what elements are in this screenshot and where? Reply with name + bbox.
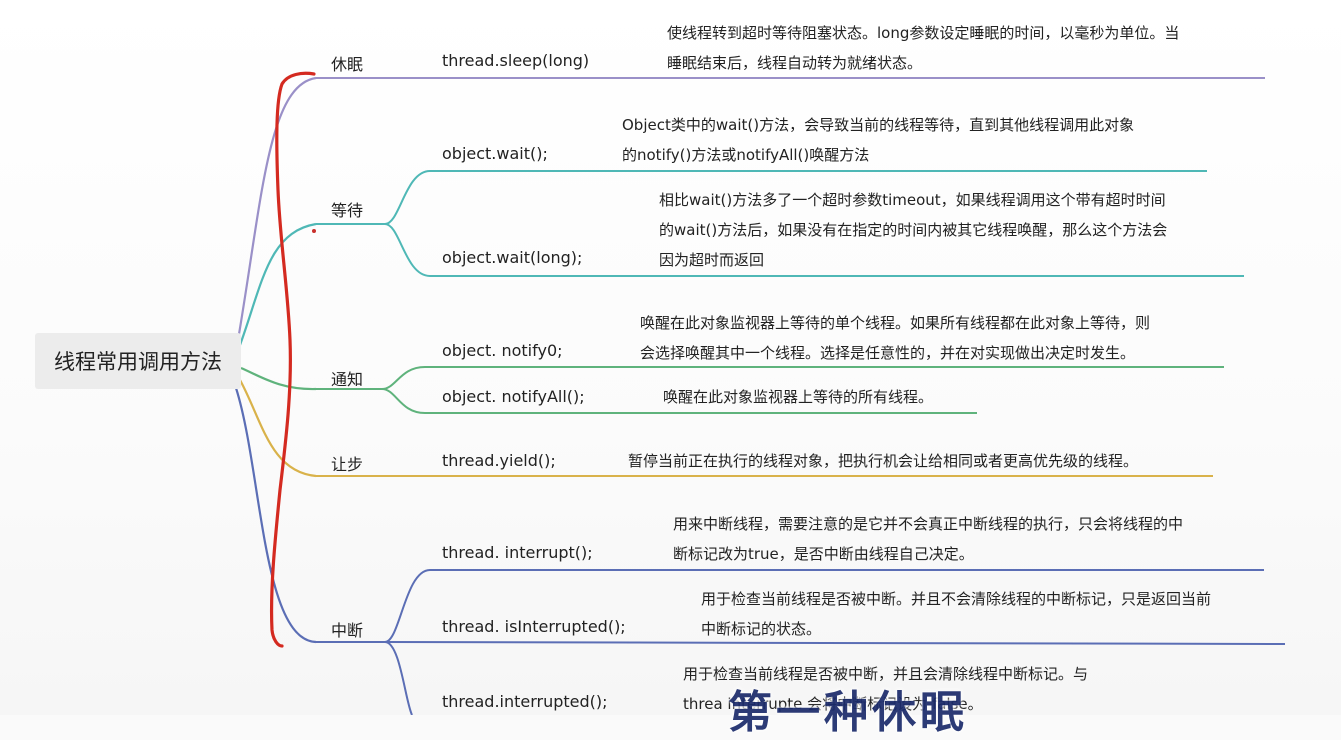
method-notify-all[interactable]: object. notifyAll(); (442, 387, 585, 406)
desc-wait: Object类中的wait()方法，会导致当前的线程等待，直到其他线程调用此对象… (622, 110, 1134, 170)
desc-interrupted: 用于检查当前线程是否被中断，并且会清除线程中断标记。与 threa interr… (683, 659, 1088, 719)
desc-wait-long: 相比wait()方法多了一个超时参数timeout，如果线程调用这个带有超时时间… (659, 185, 1167, 275)
desc-line: 唤醒在此对象监视器上等待的所有线程。 (663, 388, 934, 406)
desc-notify: 唤醒在此对象监视器上等待的单个线程。如果所有线程都在此对象上等待，则 会选择唤醒… (640, 308, 1150, 368)
desc-line: 相比wait()方法多了一个超时参数timeout，如果线程调用这个带有超时时间 (659, 191, 1166, 209)
method-wait-long[interactable]: object.wait(long); (442, 248, 583, 267)
line-wait-fork-2 (384, 223, 1244, 277)
desc-line: 用于检查当前线程是否被中断。并且不会清除线程的中断标记，只是返回当前 (701, 590, 1212, 608)
desc-notify-all: 唤醒在此对象监视器上等待的所有线程。 (663, 382, 933, 412)
red-dot-mark (312, 229, 316, 233)
desc-line: 中断标记的状态。 (701, 620, 822, 638)
branch-root-wait (238, 222, 317, 346)
category-interrupt[interactable]: 中断 (331, 621, 364, 640)
category-wait[interactable]: 等待 (331, 201, 364, 220)
desc-interrupt: 用来中断线程，需要注意的是它并不会真正中断线程的执行，只会将线程的中 断标记改为… (673, 509, 1183, 569)
category-notify[interactable]: 通知 (331, 370, 364, 389)
desc-sleep: 使线程转到超时等待阻塞状态。long参数设定睡眠的时间，以毫秒为单位。当 睡眠结… (667, 18, 1179, 78)
category-yield[interactable]: 让步 (331, 455, 364, 474)
desc-line: 睡眠结束后，线程自动转为就绪状态。 (667, 54, 923, 72)
line-wait-fork-1 (384, 170, 1207, 225)
desc-is-interrupted: 用于检查当前线程是否被中断。并且不会清除线程的中断标记，只是返回当前 中断标记的… (701, 584, 1211, 644)
desc-line: 会选择唤醒其中一个线程。选择是任意性的，并在对实现做出决定时发生。 (640, 344, 1136, 362)
desc-line: 用来中断线程，需要注意的是它并不会真正中断线程的执行，只会将线程的中 (673, 515, 1184, 533)
method-notify[interactable]: object. notify0; (442, 341, 563, 360)
desc-line: 使线程转到超时等待阻塞状态。long参数设定睡眠的时间，以毫秒为单位。当 (667, 24, 1180, 42)
method-wait[interactable]: object.wait(); (442, 144, 548, 163)
desc-line: 因为超时而返回 (659, 251, 765, 269)
branch-root-sleep (236, 76, 317, 341)
line-notify-fork-2 (381, 388, 977, 414)
red-bracket-annotation (269, 71, 316, 648)
line-interrupt-fork-3 (384, 641, 413, 715)
subtitle-overlay: 第一种休眠 (728, 687, 968, 738)
desc-yield: 暂停当前正在执行的线程对象，把执行机会让给相同或者更高优先级的线程。 (628, 446, 1138, 476)
method-is-interrupted[interactable]: thread. isInterrupted(); (442, 617, 626, 636)
desc-line: 唤醒在此对象监视器上等待的单个线程。如果所有线程都在此对象上等待，则 (640, 314, 1151, 332)
line-interrupt-fork-2 (384, 641, 1286, 645)
branch-root-yield (239, 379, 317, 478)
line-notify-fork-1 (381, 366, 1224, 390)
desc-line: 的notify()方法或notifyAll()唤醒方法 (622, 146, 870, 164)
category-sleep[interactable]: 休眠 (331, 55, 364, 74)
root-node[interactable]: 线程常用调用方法 (35, 333, 241, 389)
method-interrupted[interactable]: thread.interrupted(); (442, 692, 608, 711)
line-interrupt-fork-1 (384, 569, 1264, 643)
method-sleep[interactable]: thread.sleep(long) (442, 51, 590, 70)
desc-line: 断标记改为true，是否中断由线程自己决定。 (673, 545, 974, 563)
branch-root-interrupt (234, 387, 317, 644)
root-label: 线程常用调用方法 (54, 350, 222, 374)
desc-line: 的wait()方法后，如果没有在指定的时间内被其它线程唤醒，那么这个方法会 (659, 221, 1168, 239)
desc-line: threa interrupte 会将中断标记设为 false。 (683, 695, 983, 713)
branch-root-notify (240, 366, 317, 391)
desc-line: 用于检查当前线程是否被中断，并且会清除线程中断标记。与 (683, 665, 1089, 683)
desc-line: Object类中的wait()方法，会导致当前的线程等待，直到其他线程调用此对象 (622, 116, 1135, 134)
connector-lines (234, 71, 1286, 715)
method-interrupt[interactable]: thread. interrupt(); (442, 543, 593, 562)
desc-line: 暂停当前正在执行的线程对象，把执行机会让给相同或者更高优先级的线程。 (628, 452, 1139, 470)
method-yield[interactable]: thread.yield(); (442, 451, 556, 470)
